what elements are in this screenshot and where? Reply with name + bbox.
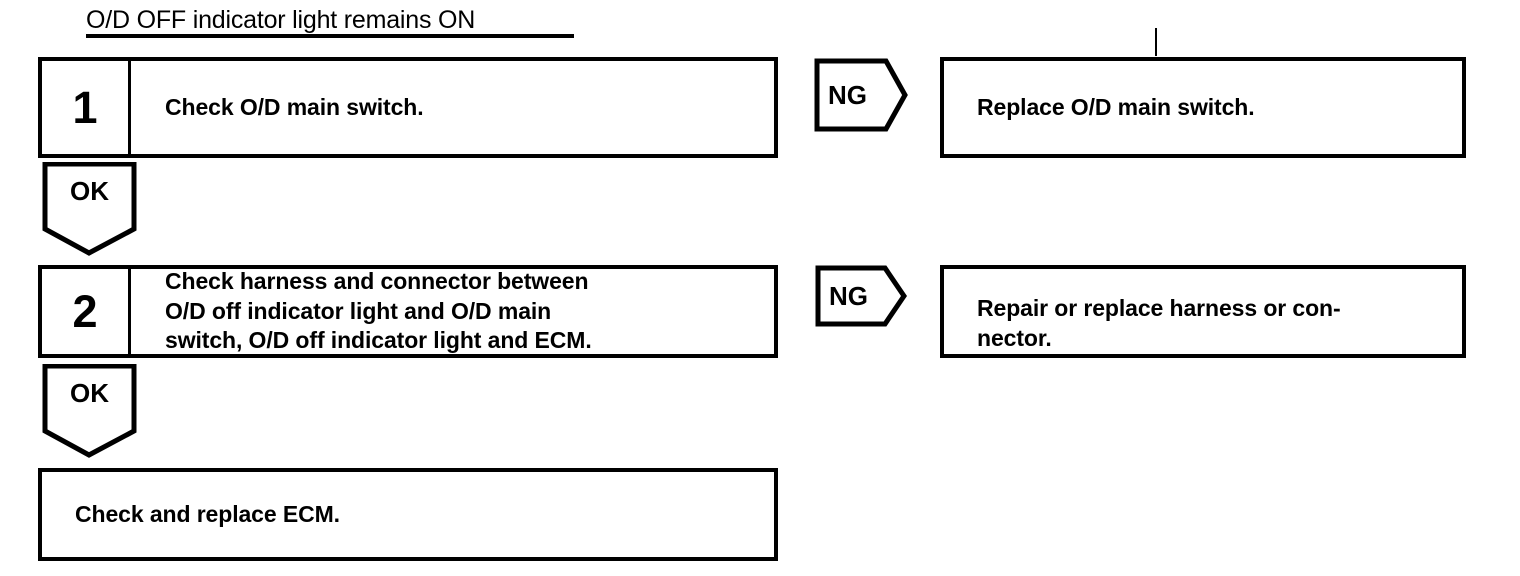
step-2-text: Check harness and connector between O/D … [131, 267, 774, 354]
page-title-underline [86, 34, 574, 38]
step-2-ng-arrow: NG [815, 265, 907, 327]
step-1-ok-label: OK [70, 176, 109, 206]
step-1-box[interactable]: 1 Check O/D main switch. [38, 57, 778, 158]
step-1-number: 1 [42, 61, 131, 154]
step-2-result-box[interactable]: Repair or replace harness or con- nector… [940, 265, 1466, 358]
step-2-line-3: switch, O/D off indicator light and ECM. [165, 327, 592, 354]
step-2-line-2: O/D off indicator light and O/D main [165, 297, 552, 324]
final-action-box[interactable]: Check and replace ECM. [38, 468, 778, 561]
step-1-result-line-1: Replace O/D main switch. [977, 94, 1255, 121]
step-1-ng-label: NG [828, 80, 867, 110]
step-2-line-1: Check harness and connector between [165, 267, 589, 294]
final-action-line-1: Check and replace ECM. [75, 501, 340, 528]
step-1-result-box[interactable]: Replace O/D main switch. [940, 57, 1466, 158]
step-2-ng-label: NG [829, 281, 868, 311]
step-2-ok-label: OK [70, 378, 109, 408]
step-1-ng-arrow: NG [814, 58, 908, 132]
page-title: O/D OFF indicator light remains ON [86, 6, 476, 34]
step-1-ok-arrow: OK [42, 162, 137, 256]
step-2-number: 2 [42, 269, 131, 354]
step-1-line-1: Check O/D main switch. [165, 93, 424, 120]
scan-artifact-vertical-line [1155, 28, 1157, 56]
step-2-box[interactable]: 2 Check harness and connector between O/… [38, 265, 778, 358]
step-2-result-line-1: Repair or replace harness or con- [977, 295, 1341, 321]
step-1-text: Check O/D main switch. [131, 61, 774, 154]
step-2-ok-arrow: OK [42, 364, 137, 458]
step-2-result-line-2: nector. [977, 325, 1052, 352]
